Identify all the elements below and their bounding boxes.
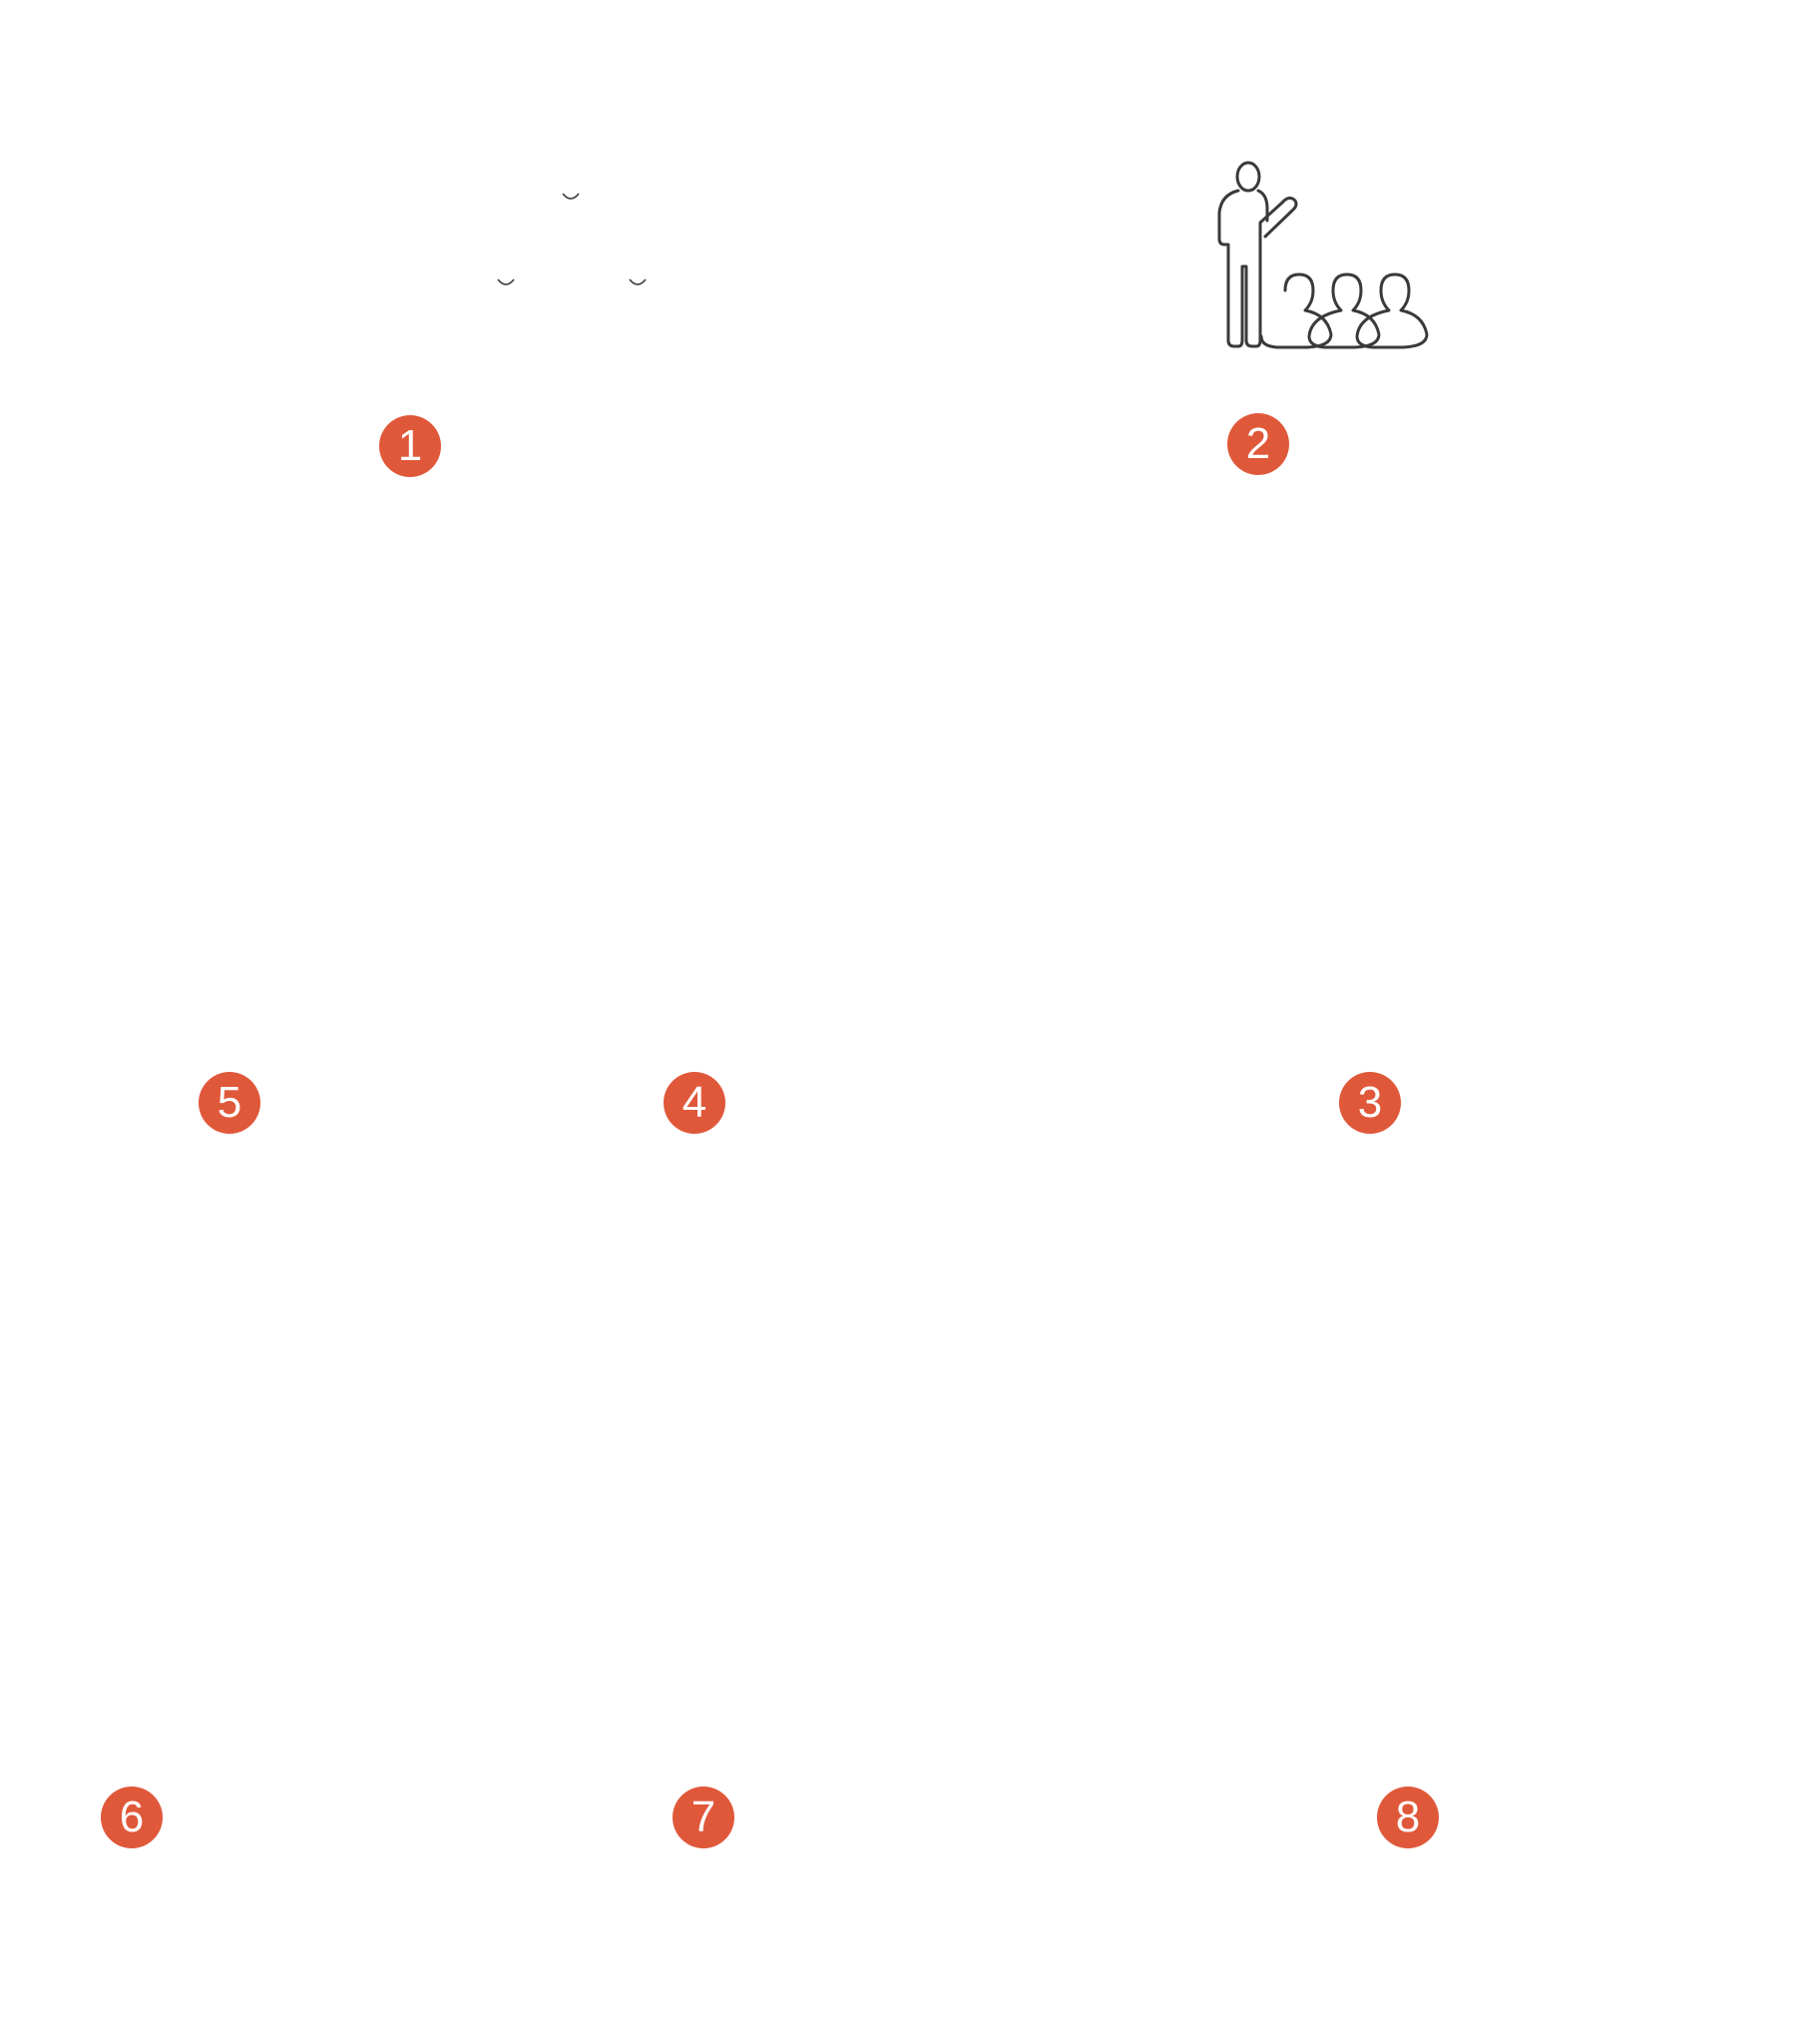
- smile-top: [562, 193, 580, 200]
- step-badge-2: 2: [1227, 413, 1289, 475]
- step-badge-4: 4: [664, 1072, 725, 1134]
- step-badge-5: 5: [199, 1072, 260, 1134]
- group-smiles-icon: [497, 193, 647, 285]
- presenter-shoulder: [1256, 189, 1269, 223]
- presenter-body: [1217, 189, 1298, 348]
- audience-member-2: [1307, 272, 1381, 349]
- audience-member-3: [1355, 272, 1429, 349]
- step-badge-3: 3: [1339, 1072, 1401, 1134]
- presenter-head: [1235, 161, 1261, 193]
- step-badge-7: 7: [673, 1787, 734, 1848]
- smile-left: [497, 278, 515, 285]
- presenter-audience-icon: [1217, 161, 1429, 349]
- smile-right: [629, 278, 647, 285]
- step-badge-1: 1: [379, 415, 441, 477]
- audience-member-1: [1259, 272, 1333, 349]
- step-badge-6: 6: [101, 1787, 163, 1848]
- step-badge-8: 8: [1377, 1787, 1439, 1848]
